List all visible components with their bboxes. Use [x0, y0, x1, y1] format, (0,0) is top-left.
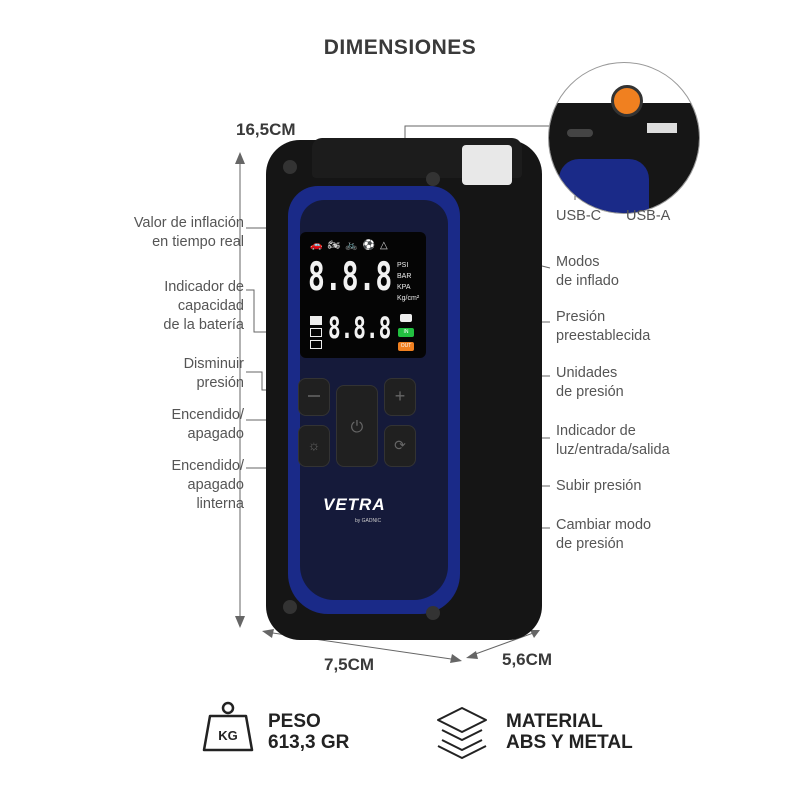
decrease-pressure-button[interactable]	[298, 378, 330, 416]
flashlight-button[interactable]: ☼	[298, 425, 330, 467]
screw-icon	[283, 600, 297, 614]
output-indicator: OUT	[398, 342, 414, 351]
page-title: DIMENSIONES	[323, 36, 477, 59]
preset-pressure-value: 8.8.8	[328, 311, 392, 345]
pressure-units: PSI BAR KPA Kg/cm²	[397, 260, 419, 304]
usb-c-label: USB-C	[556, 208, 602, 224]
screw-icon	[426, 606, 440, 620]
screw-icon	[426, 172, 440, 186]
inflation-mode-icons: 🚗🏍🚲⚽△	[310, 240, 393, 251]
label-power: Encendido/apagado	[171, 407, 244, 442]
light-indicator-icon	[400, 314, 412, 322]
brand-logo: VETRA	[323, 495, 386, 514]
brand-sub: by GADNIC	[355, 518, 382, 524]
layers-icon	[437, 707, 487, 759]
usb-c-port	[567, 129, 593, 137]
unit-kpa: KPA	[397, 284, 411, 291]
input-indicator: IN	[398, 328, 414, 337]
increase-pressure-button[interactable]: +	[384, 378, 416, 416]
usb-a-port	[647, 123, 677, 133]
flashlight	[462, 145, 512, 185]
depth-dimension: 5,6CM	[502, 650, 553, 669]
screw-icon	[283, 160, 297, 174]
battery-icon	[310, 316, 322, 349]
height-dimension: 16,5CM	[236, 120, 296, 139]
ports-inset	[548, 62, 700, 214]
unit-bar: BAR	[397, 273, 412, 280]
label-increase-pressure: Subir presión	[556, 478, 642, 494]
power-button[interactable]: ⏻	[336, 385, 378, 467]
lcd-screen: 🚗🏍🚲⚽△ 8.8.8 PSI BAR KPA Kg/cm² 8.8.8 IN …	[300, 232, 426, 358]
top-pressure-value: 8.8.8	[308, 253, 393, 300]
mode-button[interactable]: ⟳	[384, 425, 416, 467]
width-dimension: 7,5CM	[324, 655, 375, 674]
valve-icon	[611, 85, 643, 117]
weight-icon: KG	[202, 701, 254, 752]
unit-psi: PSI	[397, 262, 409, 269]
unit-kgcm2: Kg/cm²	[397, 295, 420, 302]
usb-a-label: USB-A	[626, 208, 671, 224]
svg-text:KG: KG	[218, 728, 238, 743]
